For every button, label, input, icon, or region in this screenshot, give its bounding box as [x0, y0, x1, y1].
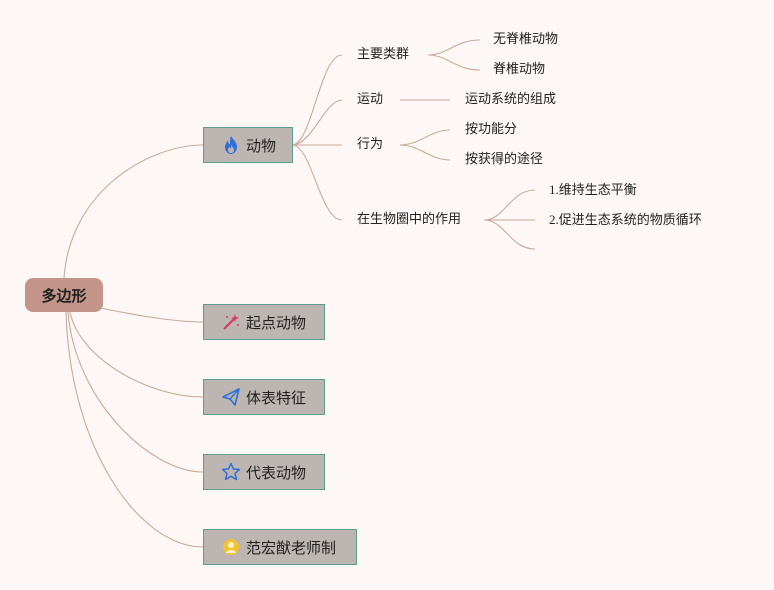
topic-behavior[interactable]: 行为 [357, 137, 384, 152]
connector-animals-groups [291, 54, 343, 146]
branch-animals[interactable]: 动物 [203, 127, 293, 163]
topic-role-in-biosphere[interactable]: 在生物圈中的作用 [357, 212, 462, 227]
connector-animals-motion [291, 99, 343, 146]
leaf-by-acquisition[interactable]: 按获得的途径 [465, 152, 544, 167]
paper-plane-icon [220, 386, 242, 408]
star-icon [220, 461, 242, 483]
leaf-by-function[interactable]: 按功能分 [465, 122, 518, 137]
connector-groups-invertebrate [427, 39, 481, 56]
branch-credit-label: 范宏猷老师制 [246, 538, 337, 557]
branch-starting-animals[interactable]: 起点动物 [203, 304, 325, 340]
topic-main-groups[interactable]: 主要类群 [357, 47, 410, 62]
topic-motion[interactable]: 运动 [357, 92, 384, 107]
connector-root-representative [67, 311, 204, 473]
leaf-ecological-balance[interactable]: 1.维持生态平衡 [549, 182, 637, 197]
connector-role-balance [483, 189, 536, 221]
connector-behavior-acquisition [399, 144, 451, 161]
badge-icon [220, 536, 242, 558]
branch-representative-animals-label: 代表动物 [246, 463, 307, 482]
branch-animals-label: 动物 [246, 136, 277, 155]
fire-icon [220, 134, 242, 156]
branch-credit[interactable]: 范宏猷老师制 [203, 529, 357, 565]
connector-role-empty [483, 219, 536, 250]
connector-root-surface [69, 311, 204, 398]
connector-root-credit [65, 311, 204, 548]
root-node[interactable]: 多边形 [25, 278, 103, 312]
connector-behavior-function [399, 129, 451, 146]
leaf-material-cycle[interactable]: 2.促进生态系统的物质循环 [549, 212, 702, 227]
branch-representative-animals[interactable]: 代表动物 [203, 454, 325, 490]
branch-surface-features-label: 体表特征 [246, 388, 307, 407]
root-label: 多边形 [41, 286, 87, 305]
branch-surface-features[interactable]: 体表特征 [203, 379, 325, 415]
leaf-motor-system[interactable]: 运动系统的组成 [465, 92, 557, 107]
connector-root-starting [99, 307, 204, 323]
leaf-vertebrates[interactable]: 脊椎动物 [493, 62, 546, 77]
connector-animals-role [291, 144, 343, 221]
branch-starting-animals-label: 起点动物 [246, 313, 307, 332]
leaf-invertebrates[interactable]: 无脊椎动物 [493, 32, 559, 47]
connector-root-animals [63, 144, 204, 279]
connector-groups-vertebrate [427, 54, 481, 71]
magic-wand-icon [220, 311, 242, 333]
